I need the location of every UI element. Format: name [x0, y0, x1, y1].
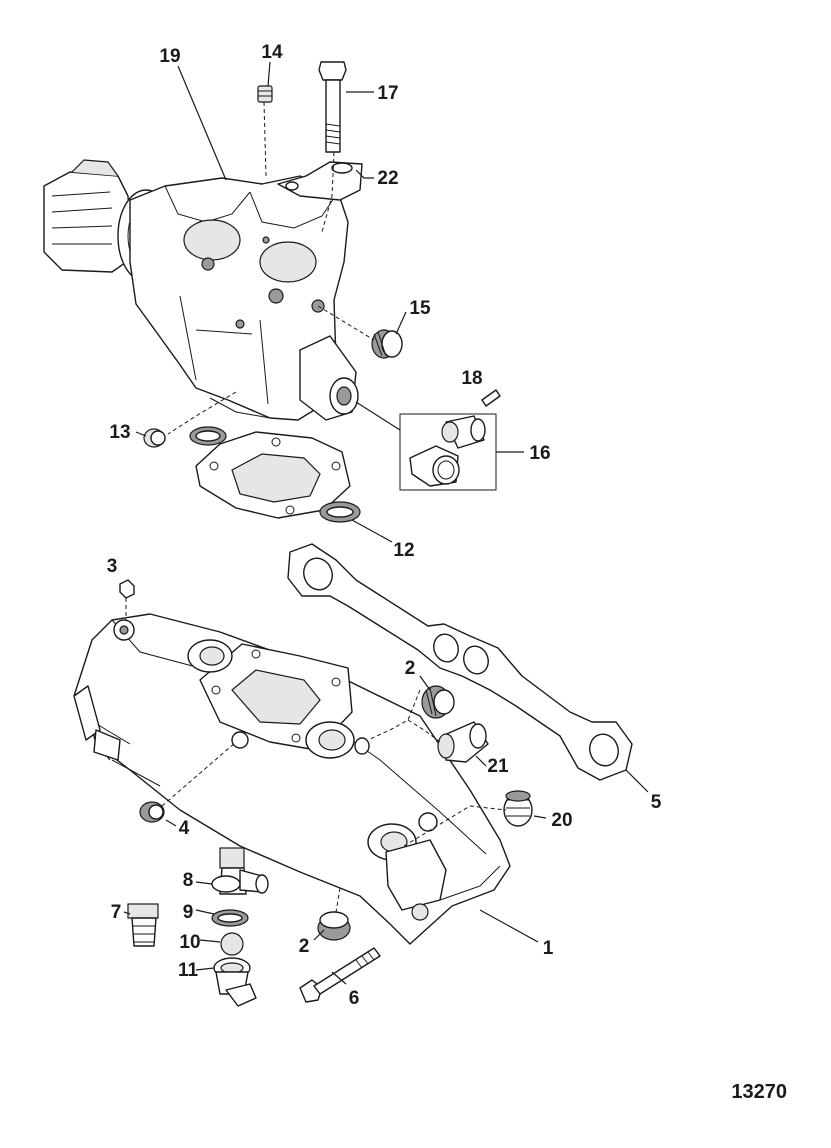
exhaust-manifold-part-1 — [73, 613, 511, 945]
bolt-part-18 — [318, 61, 347, 153]
fitting-part-7 — [127, 903, 159, 947]
callout-1: 1 — [543, 938, 554, 959]
callout-14: 13 — [109, 422, 130, 443]
callout-2-upper: 2 — [405, 658, 416, 679]
callout-21: 21 — [487, 756, 509, 777]
callout-12: 12 — [393, 540, 414, 561]
callout-9: 9 — [183, 902, 194, 923]
callout-15: 14 — [261, 42, 283, 63]
bolt-part-6 — [299, 947, 381, 1003]
o-ring-part-9 — [211, 909, 249, 927]
exhaust-elbow-part-13 — [43, 159, 359, 421]
callout-3: 3 — [107, 556, 118, 577]
fitting-part-19 — [481, 389, 501, 407]
callout-17: 16 — [529, 443, 550, 464]
elbow-fitting-part-11 — [213, 957, 257, 1007]
tee-fitting-part-8 — [211, 847, 269, 895]
callout-19: 18 — [461, 368, 482, 389]
bracket-part-22 — [277, 161, 363, 201]
ring-part-4 — [139, 801, 165, 823]
callout-6: 6 — [349, 988, 360, 1009]
plug-part-2-lower — [317, 911, 351, 941]
callout-22: 22 — [377, 168, 398, 189]
plug-part-20 — [503, 790, 533, 827]
callout-18: 17 — [377, 83, 398, 104]
fitting-part-21 — [437, 721, 489, 763]
seal-ring-part-12 — [189, 426, 361, 523]
assembly-lines — [125, 101, 507, 913]
callout-16: 15 — [409, 298, 431, 319]
callout-2-lower: 2 — [299, 936, 310, 957]
callout-5: 5 — [651, 792, 662, 813]
elbow-gasket — [195, 431, 351, 519]
leader-lines — [123, 61, 649, 985]
plug-part-2-upper — [421, 685, 455, 719]
callout-11: 11 — [178, 960, 199, 981]
callout-13: 19 — [159, 46, 180, 67]
set-screw-part-15 — [257, 85, 273, 103]
callout-labels: 19 14 17 22 15 18 13 16 12 3 2 21 5 20 4… — [107, 42, 662, 1009]
figure-number: 13270 — [731, 1081, 787, 1103]
plug-part-16 — [371, 329, 403, 359]
check-ball-part-10 — [220, 932, 244, 956]
callout-7: 7 — [111, 902, 122, 923]
callout-10: 10 — [179, 932, 200, 953]
fittings-kit-part-17 — [399, 413, 497, 491]
manifold-gasket-part-5 — [287, 543, 633, 781]
nut-part-3 — [119, 579, 135, 599]
cap-part-14 — [143, 428, 166, 448]
callout-8: 8 — [183, 870, 194, 891]
callout-20: 20 — [551, 810, 572, 831]
callout-4: 4 — [179, 818, 190, 839]
